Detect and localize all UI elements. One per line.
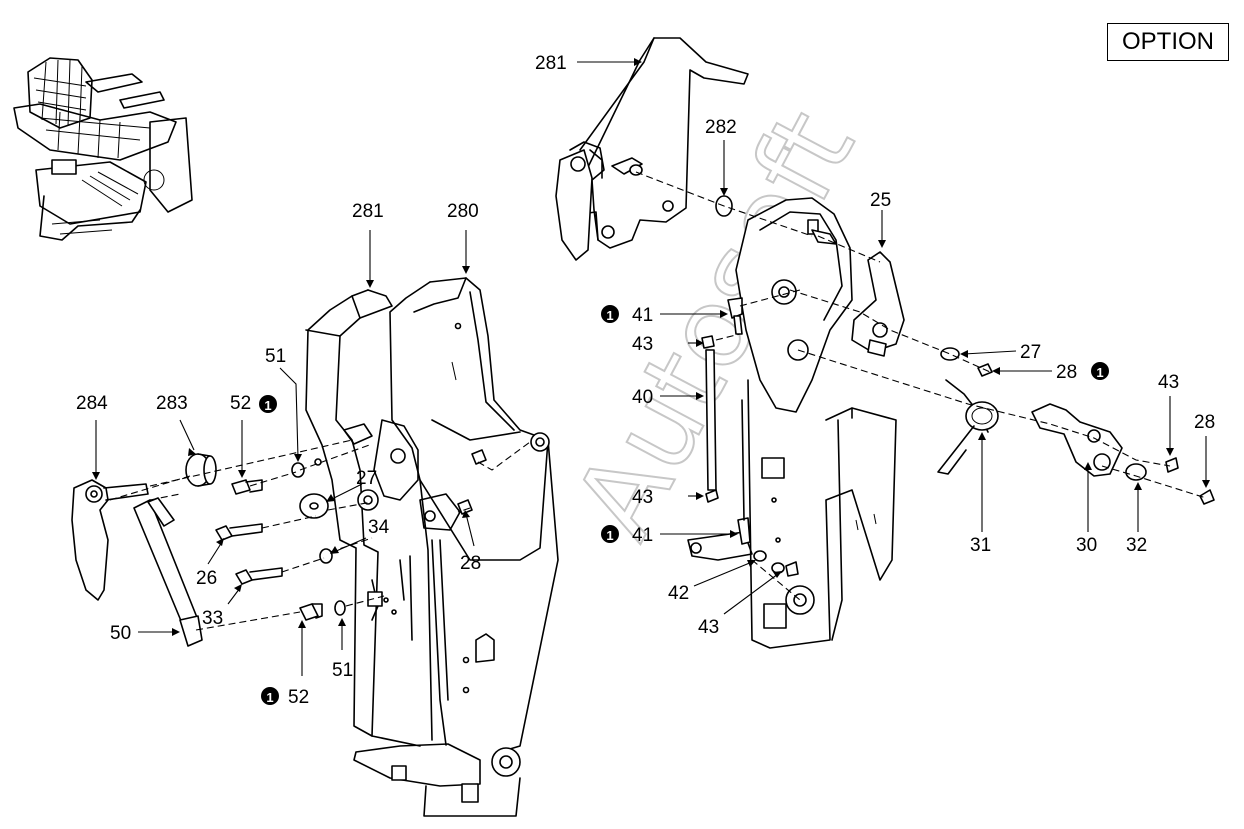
right-housing bbox=[687, 379, 897, 649]
callout-25: 25 bbox=[870, 190, 891, 211]
option-label: OPTION bbox=[1107, 23, 1229, 61]
callout-28-right: 28 bbox=[1056, 362, 1077, 383]
note-markers: 1 1 1 1 1 bbox=[259, 305, 1109, 705]
callout-282: 282 bbox=[705, 117, 737, 138]
svg-text:1: 1 bbox=[264, 398, 271, 413]
callout-52-top: 52 bbox=[230, 393, 251, 414]
note-marker: 1 bbox=[601, 525, 619, 543]
callout-51-bottom: 51 bbox=[332, 660, 353, 681]
callout-50: 50 bbox=[110, 623, 131, 644]
callout-43-top: 43 bbox=[632, 334, 653, 355]
left-frame-281 bbox=[305, 289, 421, 747]
callout-52-bottom: 52 bbox=[288, 687, 309, 708]
callout-27-right: 27 bbox=[1020, 342, 1041, 363]
leader-lines bbox=[92, 58, 1210, 676]
right-sector-plate bbox=[735, 197, 853, 413]
callout-28-left: 28 bbox=[460, 553, 481, 574]
callout-41-bottom: 41 bbox=[632, 525, 653, 546]
note-marker: 1 bbox=[1091, 362, 1109, 380]
callout-26: 26 bbox=[196, 568, 217, 589]
left-pivot bbox=[343, 419, 550, 531]
callout-42: 42 bbox=[668, 583, 689, 604]
callout-41-top: 41 bbox=[632, 305, 653, 326]
callout-284: 284 bbox=[76, 393, 108, 414]
callout-51-top: 51 bbox=[265, 346, 286, 367]
callout-labels: 281 282 25 41 43 27 28 40 43 28 31 30 32… bbox=[76, 53, 1215, 708]
callout-27-left: 27 bbox=[356, 468, 377, 489]
callout-32: 32 bbox=[1126, 535, 1147, 556]
callout-281-right: 281 bbox=[535, 53, 567, 74]
right-loose-parts bbox=[635, 171, 1215, 601]
callout-34: 34 bbox=[368, 517, 390, 538]
svg-text:1: 1 bbox=[266, 690, 273, 705]
right-bracket-281 bbox=[555, 37, 749, 261]
seat-thumbnail bbox=[13, 57, 193, 241]
callout-283: 283 bbox=[156, 393, 188, 414]
callout-43-right: 43 bbox=[1158, 372, 1179, 393]
callout-281-left: 281 bbox=[352, 201, 384, 222]
callout-43-mid: 43 bbox=[632, 487, 653, 508]
left-linkage bbox=[353, 539, 521, 817]
svg-text:1: 1 bbox=[1096, 365, 1103, 380]
callout-31: 31 bbox=[970, 535, 991, 556]
callout-280: 280 bbox=[447, 201, 479, 222]
callout-33: 33 bbox=[202, 608, 223, 629]
callout-28-far-right: 28 bbox=[1194, 412, 1215, 433]
left-loose-parts bbox=[71, 439, 531, 647]
left-frame-280 bbox=[383, 277, 559, 753]
note-marker: 1 bbox=[601, 305, 619, 323]
callout-40: 40 bbox=[632, 387, 653, 408]
svg-text:1: 1 bbox=[606, 308, 613, 323]
svg-text:1: 1 bbox=[606, 528, 613, 543]
note-marker: 1 bbox=[261, 687, 279, 705]
callout-43-bottom: 43 bbox=[698, 617, 719, 638]
callout-30: 30 bbox=[1076, 535, 1097, 556]
note-marker: 1 bbox=[259, 395, 277, 413]
